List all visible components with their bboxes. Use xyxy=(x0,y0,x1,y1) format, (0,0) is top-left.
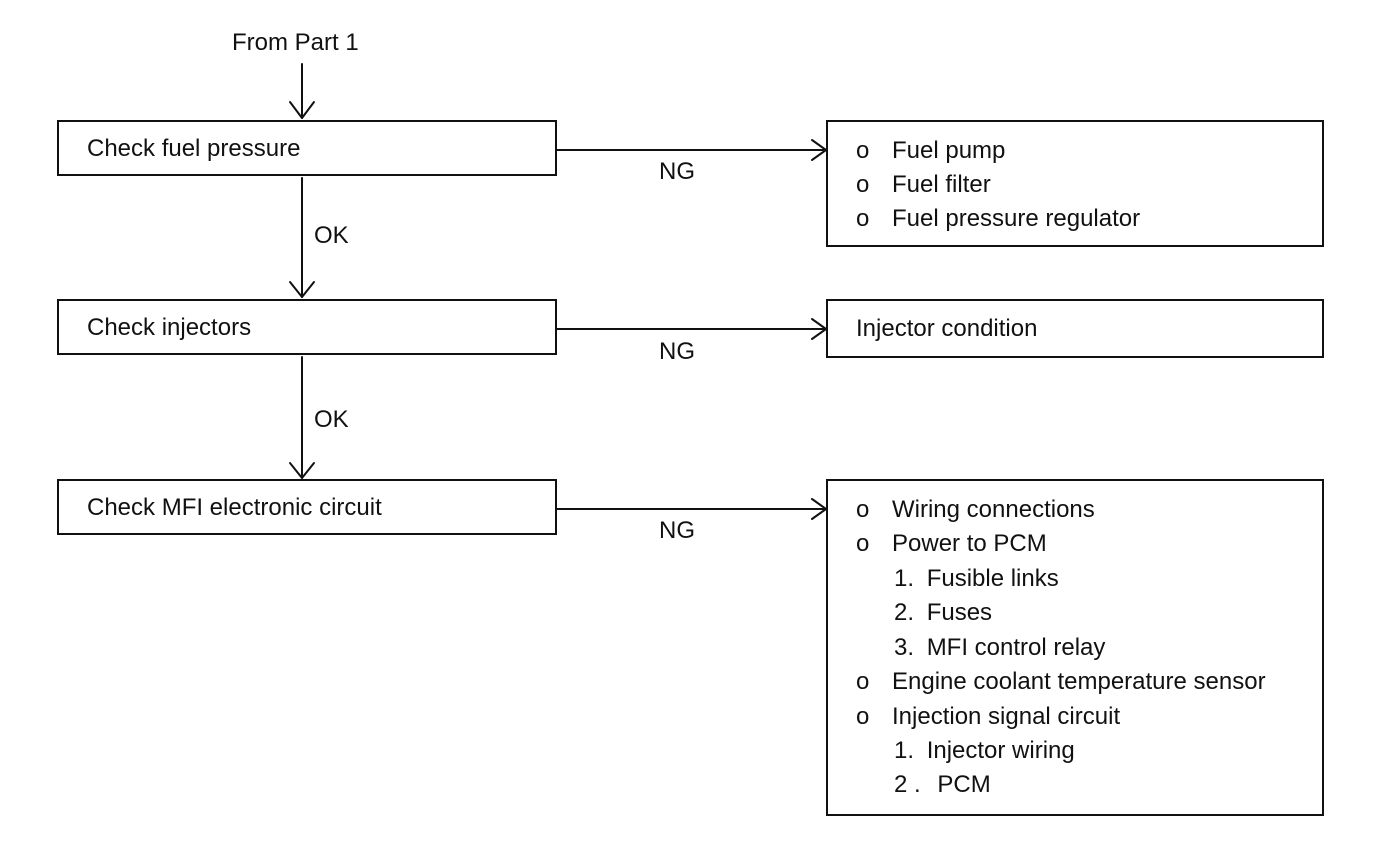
bullet-marker: o xyxy=(856,530,870,557)
list-item-text: Engine coolant temperature sensor xyxy=(892,668,1266,695)
result-text: Injector condition xyxy=(856,315,1038,342)
ng-label-2: NG xyxy=(659,338,695,365)
result-box-fuel: o Fuel pump o Fuel filter o Fuel pressur… xyxy=(826,120,1324,247)
list-item-text: Injection signal circuit xyxy=(892,703,1121,730)
ok-arrowhead-1 xyxy=(289,281,315,298)
sub-item: 1. Injector wiring xyxy=(894,737,1075,765)
sub-item-text: PCM xyxy=(937,771,991,798)
ng-arrowhead-3 xyxy=(811,498,827,520)
step-label: Check injectors xyxy=(87,314,252,341)
list-item-text: Fuel filter xyxy=(892,171,991,198)
entry-label: From Part 1 xyxy=(232,29,359,56)
ng-label-3: NG xyxy=(659,517,695,544)
sub-item-text: Fuses xyxy=(926,599,993,626)
result-box-injector: Injector condition xyxy=(826,299,1324,358)
ng-arrowhead-1 xyxy=(811,139,827,161)
list-item-text: Power to PCM xyxy=(892,530,1047,557)
sub-item-number: 1. xyxy=(894,737,915,764)
sub-item: 2 . PCM xyxy=(894,771,991,799)
list-item-text: Fuel pump xyxy=(892,137,1006,164)
sub-item: 1. Fusible links xyxy=(894,565,1059,593)
ok-label-1: OK xyxy=(314,222,349,249)
ng-label-1: NG xyxy=(659,158,695,185)
sub-item: 3. MFI control relay xyxy=(894,634,1105,662)
bullet-marker: o xyxy=(856,171,870,198)
sub-item-text: MFI control relay xyxy=(926,634,1106,661)
list-item-text: Fuel pressure regulator xyxy=(892,205,1141,232)
step-label: Check MFI electronic circuit xyxy=(87,494,382,521)
bullet-marker: o xyxy=(856,668,870,695)
sub-item-number: 3. xyxy=(894,634,915,661)
ng-arrowhead-2 xyxy=(811,318,827,340)
step-check-mfi-circuit: Check MFI electronic circuit xyxy=(57,479,557,535)
sub-item-number: 1. xyxy=(894,565,915,592)
sub-item-text: Injector wiring xyxy=(926,737,1075,764)
step-check-injectors: Check injectors xyxy=(57,299,557,355)
list-item-text: Wiring connections xyxy=(892,496,1095,523)
entry-arrowhead xyxy=(289,101,315,119)
result-box-circuit: o Wiring connections o Power to PCM 1. F… xyxy=(826,479,1324,816)
bullet-marker: o xyxy=(856,703,870,730)
step-label: Check fuel pressure xyxy=(87,135,301,162)
sub-item-text: Fusible links xyxy=(926,565,1059,592)
bullet-marker: o xyxy=(856,137,870,164)
step-check-fuel-pressure: Check fuel pressure xyxy=(57,120,557,176)
ok-arrowhead-2 xyxy=(289,462,315,479)
sub-item: 2. Fuses xyxy=(894,599,992,627)
ok-label-2: OK xyxy=(314,406,349,433)
sub-item-number: 2. xyxy=(894,599,915,626)
bullet-marker: o xyxy=(856,496,870,523)
sub-item-number: 2 . xyxy=(894,771,921,798)
bullet-marker: o xyxy=(856,205,870,232)
